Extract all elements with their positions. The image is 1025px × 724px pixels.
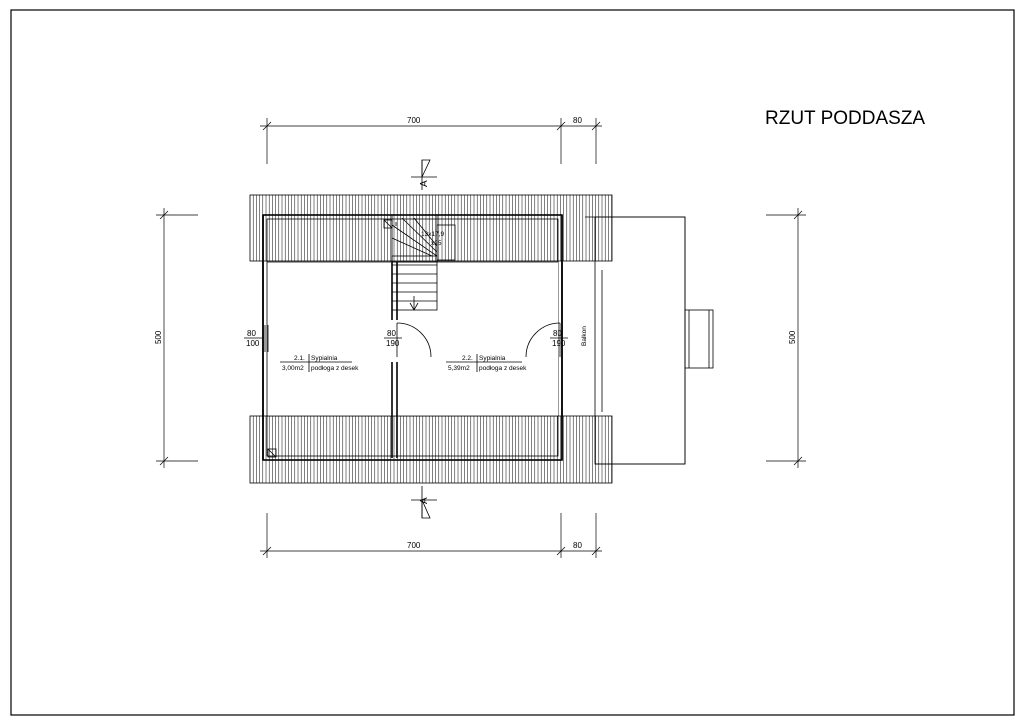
left-dimension-line: 500 [154, 208, 198, 468]
chimney-bottom-icon [267, 448, 277, 458]
stairs-spec-line2: x25 [431, 240, 442, 247]
room-name: Sypialnia [479, 355, 506, 362]
room-name: Sypialnia [311, 355, 338, 362]
bottom-extension-label: 80 [573, 541, 582, 550]
section-marker-bottom: A [411, 486, 437, 519]
top-extension-label: 80 [573, 116, 582, 125]
sheet-frame [10, 9, 1015, 716]
right-height-label: 500 [788, 330, 797, 344]
room-floor: podłoga z desek [311, 365, 359, 372]
room-label-2-1: 2.1. Sypialnia 3,00m2 podłoga z desek [280, 354, 359, 372]
door-right [525, 322, 561, 358]
room-number: 2.2. [462, 355, 473, 362]
room-number: 2.1. [294, 355, 305, 362]
floor-plan: 13x17,9 x25 80 100 80 [244, 214, 568, 461]
staircase: 13x17,9 x25 [391, 217, 445, 311]
room-floor: podłoga z desek [479, 365, 527, 372]
door-left [396, 322, 432, 358]
section-label-bottom: A [419, 497, 430, 504]
top-dimension-line: 700 80 [260, 116, 602, 164]
roof-hatching-top [249, 194, 613, 262]
balcony-label: Balkon [581, 326, 588, 346]
window-left [264, 325, 269, 352]
top-width-label: 700 [407, 116, 421, 125]
chimney-top-icon [383, 219, 393, 229]
door-right-width: 80 [553, 329, 562, 338]
bottom-dimension-line: 700 80 [260, 513, 602, 558]
stairs-spec-line1: 13x17,9 [421, 231, 445, 238]
bottom-width-label: 700 [407, 541, 421, 550]
roof-hatching-bottom [249, 415, 613, 484]
room-label-2-2: 2.2. Sypialnia 5,39m2 podłoga z desek [446, 354, 527, 372]
drawing-title: RZUT PODDASZA [765, 108, 925, 129]
section-marker-top: A [411, 159, 437, 190]
section-label-top: A [419, 180, 430, 187]
door-left-height: 190 [386, 339, 400, 348]
room-area: 5,39m2 [448, 365, 470, 372]
door-right-height: 190 [552, 339, 566, 348]
left-height-label: 500 [154, 330, 163, 344]
right-dimension-line: 500 [766, 208, 806, 468]
door-left-width: 80 [387, 329, 396, 338]
window-left-width: 80 [247, 329, 256, 338]
window-left-height: 100 [246, 339, 260, 348]
room-area: 3,00m2 [282, 365, 304, 372]
balcony: Balkon [581, 216, 714, 465]
